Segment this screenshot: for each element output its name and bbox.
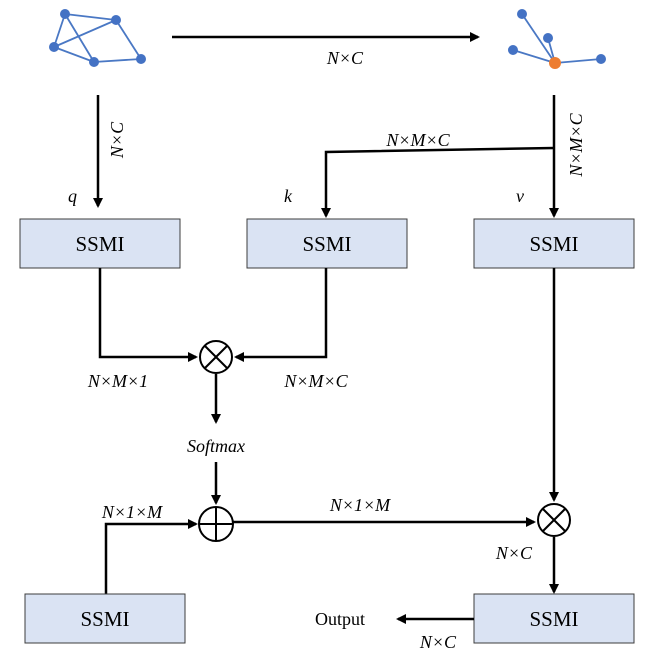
ssmi-q-label: SSMI: [75, 232, 124, 256]
mult-out-label: N×C: [495, 543, 533, 563]
ssmi-q-block: SSMI: [19, 218, 181, 269]
top-flow-label: N×C: [326, 48, 364, 68]
q-to-multiply-arrow: [98, 268, 198, 362]
bottom-in-label: N×1×M: [101, 502, 163, 522]
softmax-label: Softmax: [187, 436, 245, 456]
ssmi-output-label: SSMI: [529, 607, 578, 631]
k-to-multiply-arrow: [234, 268, 328, 362]
output-label: Output: [315, 609, 365, 629]
ssmi-k-block: SSMI: [246, 218, 408, 269]
k-branch-arrow: [321, 146, 555, 218]
ssmi-bottom-left-label: SSMI: [80, 607, 129, 631]
left-down-label: N×C: [107, 121, 127, 159]
ssmi-bottom-left-block: SSMI: [24, 593, 186, 644]
bottom-ssmi-to-add-arrow: [104, 519, 198, 594]
output-dim-label: N×C: [419, 632, 457, 652]
multiply-operator-av: [537, 503, 571, 537]
v-label: v: [516, 186, 524, 206]
multiply-operator-qk: [199, 340, 233, 374]
add-operator: [198, 506, 234, 542]
k-out-label: N×M×C: [283, 371, 348, 391]
right-down-label: N×M×C: [566, 112, 586, 177]
q-out-label: N×M×1: [87, 371, 148, 391]
branch-label: N×M×C: [385, 130, 450, 150]
ssmi-v-block: SSMI: [473, 218, 635, 269]
plus-out-label: N×1×M: [329, 495, 391, 515]
ssmi-v-label: SSMI: [529, 232, 578, 256]
q-label: q: [68, 186, 77, 206]
ssmi-output-block: SSMI: [473, 593, 635, 644]
input-graph-icon: [49, 9, 146, 67]
sampled-graph-icon: [508, 9, 606, 69]
k-label: k: [284, 186, 293, 206]
ssmi-k-label: SSMI: [302, 232, 351, 256]
